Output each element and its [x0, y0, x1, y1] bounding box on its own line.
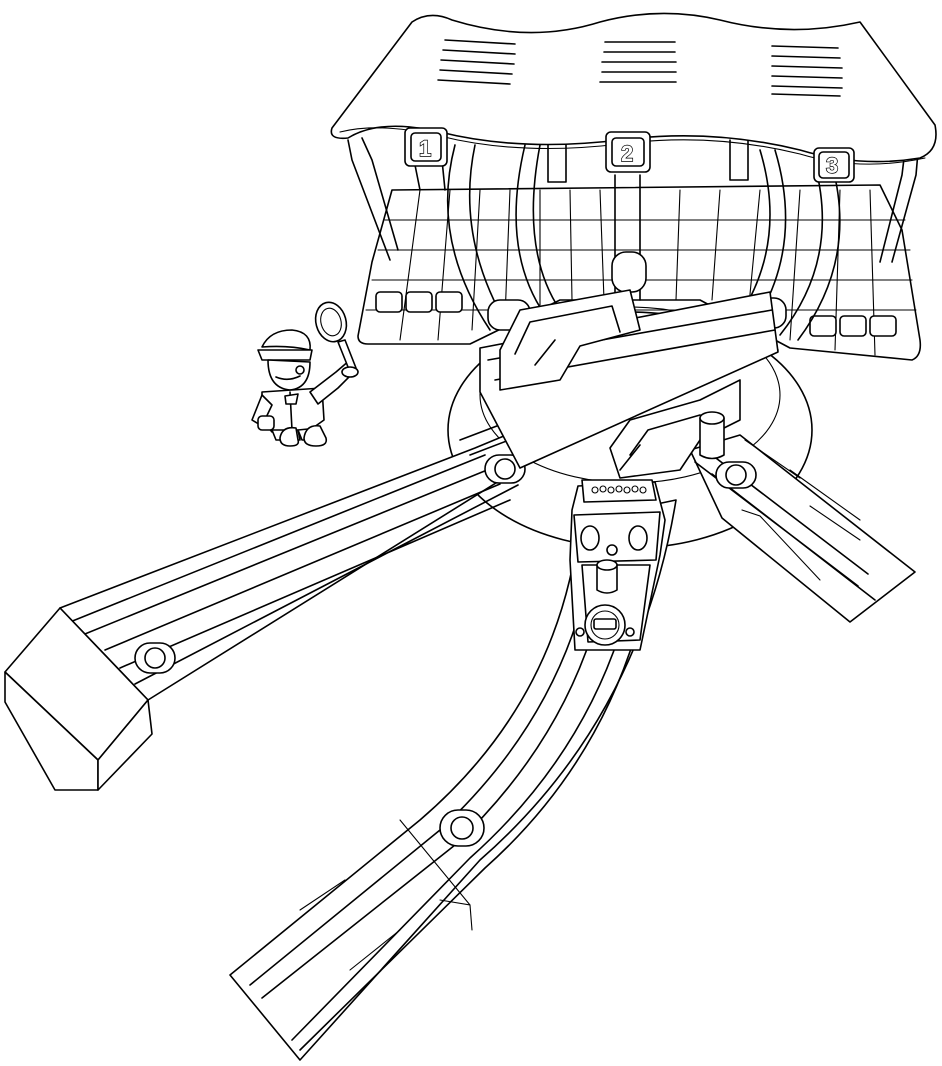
station-master-figure — [251, 301, 359, 447]
bay-number-2: 2 — [621, 141, 633, 166]
track-end-block — [4, 607, 153, 791]
turntable-bridge — [479, 289, 779, 479]
roof-vents — [437, 39, 843, 97]
bay-number-3: 3 — [826, 153, 838, 178]
engine-shed: 1 2 3 — [330, 12, 937, 361]
bay-sign-1: 1 — [404, 127, 448, 167]
bay-sign-2: 2 — [605, 131, 651, 173]
bay-sign-3: 3 — [813, 147, 855, 183]
locomotive — [569, 479, 666, 651]
right-track — [689, 434, 916, 623]
coal-load — [591, 485, 647, 494]
bay-number-1: 1 — [419, 136, 431, 161]
floor-tiles — [365, 189, 917, 356]
